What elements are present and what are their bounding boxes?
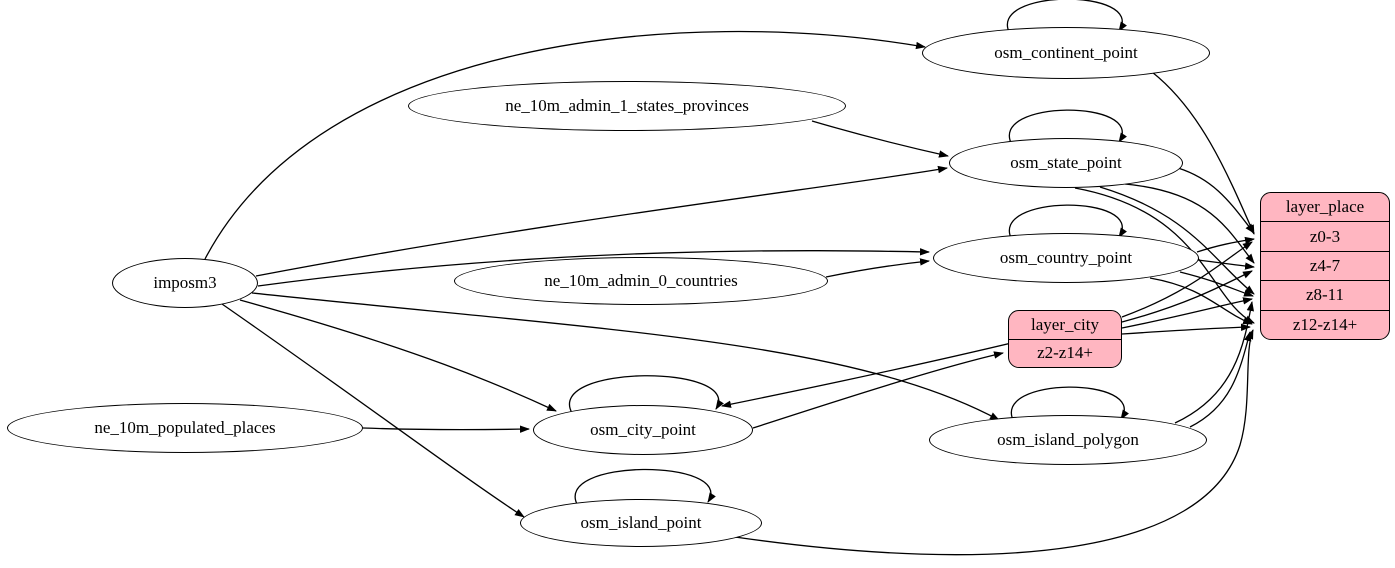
edge-layer_city-z0-3	[1121, 241, 1253, 318]
node-layer_place: layer_place z0-3 z4-7 z8-11 z12-z14+	[1260, 192, 1390, 340]
layer_place-row-z0-3: z0-3	[1261, 221, 1389, 250]
edge-layer_city-z4-7	[1121, 270, 1253, 323]
node-osm_continent_point-label: osm_continent_point	[994, 43, 1138, 62]
edge-imposm3-osm_continent_point	[204, 30, 926, 260]
layer_place-row-z8-11: z8-11	[1261, 280, 1389, 309]
node-imposm3-label: imposm3	[153, 273, 217, 292]
edge-imposm3-osm_state_point	[255, 165, 948, 277]
layer_place-title: layer_place	[1285, 197, 1365, 217]
edge-imposm3-osm_country_point	[257, 248, 930, 287]
node-osm_island_polygon: osm_island_polygon	[929, 415, 1207, 465]
edge-self-osm_city_point	[568, 375, 724, 414]
edge-self-osm_country_point	[1008, 204, 1127, 241]
edge-ne_10m_admin_0_countries-osm_country_point	[825, 258, 930, 278]
edge-osm_country_point-z12-z14	[1149, 277, 1253, 325]
layer_city-row-z2-z14: z2-z14+	[1009, 338, 1121, 368]
edge-ne_10m_admin_1_states_provinces-osm_state_point	[811, 120, 949, 158]
layer_city-title: layer_city	[1031, 314, 1099, 334]
edge-self-osm_continent_point	[1006, 0, 1127, 35]
node-ne_10m_populated_places-label: ne_10m_populated_places	[94, 418, 276, 437]
edge-osm_continent_point-z0-3	[1151, 71, 1255, 235]
node-ne_10m_admin_0_countries: ne_10m_admin_0_countries	[454, 257, 828, 305]
edge-osm_island_point-z12-z14	[734, 329, 1254, 556]
edge-osm_country_point-z8-11	[1179, 271, 1254, 297]
node-ne_10m_populated_places: ne_10m_populated_places	[7, 403, 363, 453]
node-ne_10m_admin_1_states_provinces-label: ne_10m_admin_1_states_provinces	[505, 96, 749, 115]
node-osm_island_polygon-label: osm_island_polygon	[997, 430, 1139, 449]
edge-ne_10m_populated_places-osm_city_point	[362, 425, 530, 433]
edge-imposm3-osm_island_point	[221, 303, 525, 518]
edge-imposm3-osm_island_polygon	[251, 292, 1000, 421]
edge-osm_island_polygon-z8-11	[1174, 301, 1254, 424]
edge-layer_city-z12-z14	[1121, 323, 1251, 335]
layer_place-row-z12-z14: z12-z14+	[1261, 309, 1389, 339]
edge-osm_island_polygon-z12-z14	[1189, 331, 1252, 428]
edge-layer_city-z8-11	[1121, 297, 1253, 329]
node-osm_island_point-label: osm_island_point	[580, 513, 702, 532]
node-layer_city: layer_city z2-z14+	[1008, 310, 1122, 368]
node-osm_city_point-label: osm_city_point	[590, 420, 696, 439]
edge-osm_country_point-z0-3	[1196, 236, 1255, 253]
node-imposm3: imposm3	[112, 258, 258, 308]
edge-osm_country_point-z4-7	[1197, 259, 1255, 270]
edge-imposm3-osm_city_point	[239, 299, 557, 412]
node-osm_state_point-label: osm_state_point	[1010, 153, 1122, 172]
layer_place-row-z4-7: z4-7	[1261, 250, 1389, 280]
edge-osm_city_point-layer_city-z2-z14	[752, 351, 1004, 429]
node-osm_country_point-label: osm_country_point	[999, 248, 1133, 267]
node-osm_city_point: osm_city_point	[533, 405, 753, 455]
edge-osm_state_point-z0-3	[1177, 167, 1255, 234]
node-osm_country_point: osm_country_point	[933, 233, 1199, 283]
edge-self-osm_state_point	[1008, 109, 1127, 146]
node-osm_island_point: osm_island_point	[520, 499, 762, 547]
edge-osm_state_point-z8-11	[1099, 186, 1255, 295]
edge-osm_state_point-z4-7	[1124, 183, 1255, 264]
edge-self-osm_island_point	[574, 468, 716, 507]
node-osm_state_point: osm_state_point	[949, 138, 1183, 188]
node-ne_10m_admin_0_countries-label: ne_10m_admin_0_countries	[544, 271, 738, 290]
node-osm_continent_point: osm_continent_point	[922, 27, 1210, 79]
node-ne_10m_admin_1_states_provinces: ne_10m_admin_1_states_provinces	[408, 81, 846, 131]
edge-self-osm_island_polygon	[1010, 386, 1129, 423]
